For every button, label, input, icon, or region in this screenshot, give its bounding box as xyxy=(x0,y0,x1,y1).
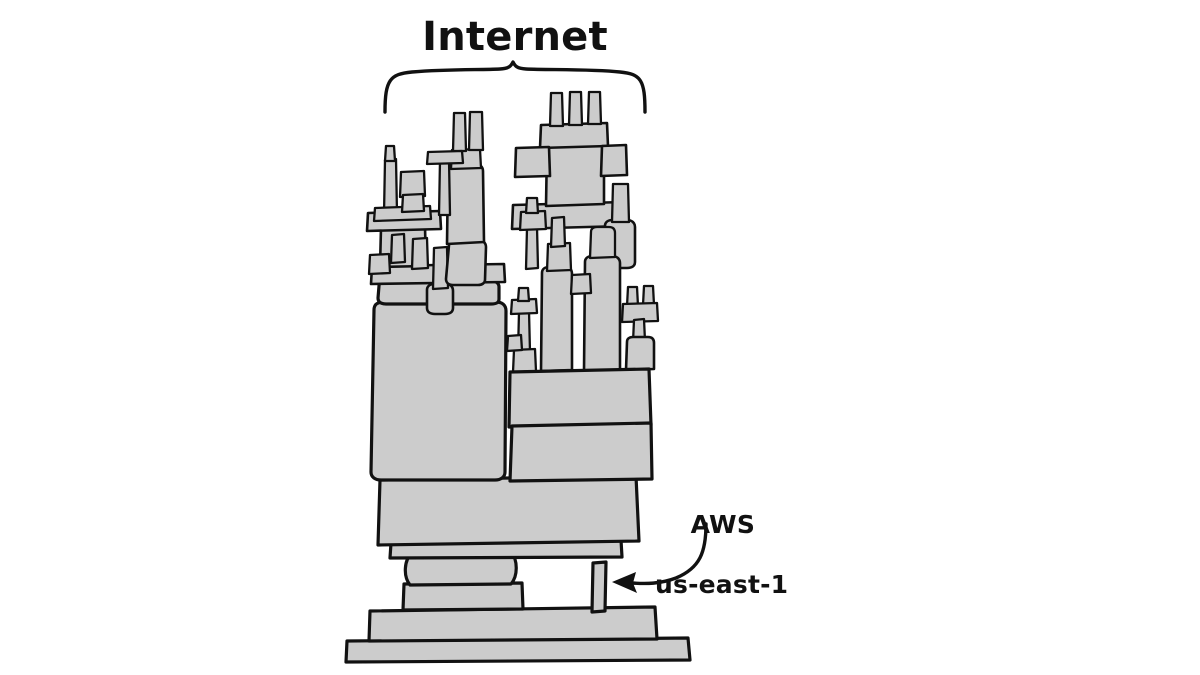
internet-brace xyxy=(383,60,647,114)
mid-pole-foot xyxy=(511,347,538,374)
aws-callout-line1: AWS xyxy=(690,510,756,539)
center-foot xyxy=(444,238,488,287)
left-pole-stem xyxy=(382,157,399,216)
right-lower-slab xyxy=(508,421,654,483)
aws-pillar xyxy=(590,560,608,614)
center-prong-right xyxy=(467,110,485,152)
pedestal-step xyxy=(401,581,525,612)
left-cube-left xyxy=(367,252,392,276)
mid-pole-cube xyxy=(505,333,524,353)
aws-callout-label: AWS us-east-1 xyxy=(655,480,788,660)
right-middle-stack xyxy=(505,215,660,374)
trunk-slab xyxy=(376,474,641,547)
center-arm-stem xyxy=(437,158,452,217)
right-prong-3 xyxy=(586,90,603,126)
center-tower xyxy=(425,110,488,287)
right-slabs xyxy=(507,367,654,483)
foundation xyxy=(344,474,692,664)
right-shoulder-left xyxy=(513,145,552,179)
center-prong-left xyxy=(451,111,468,153)
mid-pole-tip xyxy=(516,286,531,303)
right-capsule-tip xyxy=(610,182,631,224)
right-shoulder-right xyxy=(599,143,629,178)
right-upper-slab xyxy=(507,367,653,429)
right-upper-cluster xyxy=(510,90,637,271)
mid-left-column-stem xyxy=(549,215,567,249)
right-prong-2 xyxy=(567,90,584,127)
left-small-block-a xyxy=(398,169,427,199)
center-column xyxy=(445,162,486,246)
right-fork-head xyxy=(620,301,660,324)
left-main-block xyxy=(369,300,508,482)
right-core-block xyxy=(544,138,606,208)
aws-callout-line2: us-east-1 xyxy=(655,570,789,599)
mid-left-nub xyxy=(569,272,593,296)
base-slab-upper xyxy=(367,605,659,643)
mid-right-column-cap xyxy=(588,225,617,260)
page-title: Internet xyxy=(422,14,608,60)
left-capsule-stem xyxy=(431,245,450,291)
left-tower xyxy=(365,144,508,482)
aws-callout-arrow xyxy=(612,522,708,593)
right-satellite-tip xyxy=(524,196,540,215)
right-fork-foot xyxy=(624,335,656,372)
left-pole-tip xyxy=(383,144,397,163)
right-satellite-stem xyxy=(524,225,540,271)
left-small-block-b xyxy=(400,192,426,214)
center-arm-plate xyxy=(425,149,465,166)
mid-left-column xyxy=(539,265,574,373)
left-nub-right xyxy=(410,236,430,271)
left-stub xyxy=(389,232,407,265)
right-prong-1 xyxy=(548,91,565,128)
